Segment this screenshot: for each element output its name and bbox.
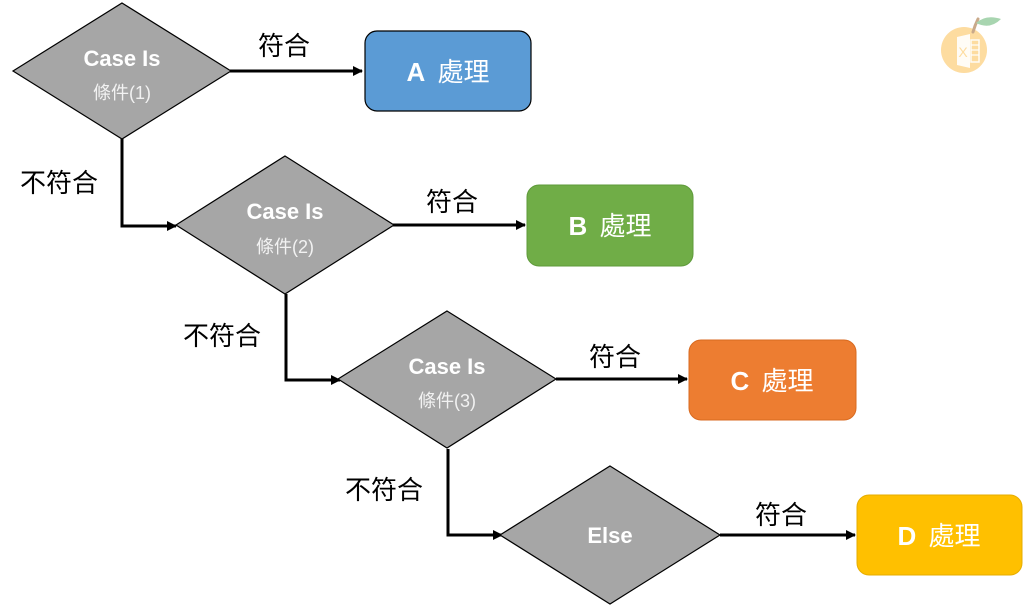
svg-text:A 處理: A 處理 bbox=[406, 57, 489, 87]
process-c: C 處理 bbox=[688, 339, 857, 421]
edge-d2-d3 bbox=[284, 294, 341, 385]
decision-3-line1: Case Is bbox=[408, 354, 485, 379]
logo-glyph: X bbox=[958, 44, 968, 60]
process-c-letter: C bbox=[730, 366, 749, 396]
decision-case-2: Case Is 條件(2) bbox=[174, 155, 396, 295]
edge-labels: 符合 不符合 符合 不符合 符合 不符合 符合 bbox=[20, 32, 807, 531]
process-d-letter: D bbox=[897, 521, 916, 551]
svg-text:D 處理: D 處理 bbox=[897, 521, 980, 551]
process-b-letter: B bbox=[568, 211, 587, 241]
process-b-label: 處理 bbox=[600, 211, 652, 241]
decision-1-line1: Case Is bbox=[83, 46, 160, 71]
decision-case-1: Case Is 條件(1) bbox=[11, 2, 233, 140]
decision-else: Else bbox=[498, 465, 722, 605]
process-c-label: 處理 bbox=[762, 366, 814, 396]
edge-label-match-1: 符合 bbox=[258, 32, 310, 62]
decision-2-line2: 條件(2) bbox=[256, 237, 314, 257]
decision-2-line1: Case Is bbox=[246, 199, 323, 224]
decision-case-3: Case Is 條件(3) bbox=[336, 310, 558, 449]
decision-3-line2: 條件(3) bbox=[418, 391, 476, 411]
edge-label-nomatch-1: 不符合 bbox=[20, 169, 98, 199]
edge-label-match-2: 符合 bbox=[426, 188, 478, 218]
decision-else-label: Else bbox=[587, 523, 632, 548]
connectors bbox=[120, 66, 856, 540]
svg-text:C 處理: C 處理 bbox=[730, 366, 813, 396]
svg-text:B 處理: B 處理 bbox=[568, 211, 651, 241]
edge-label-match-4: 符合 bbox=[755, 501, 807, 531]
process-d-label: 處理 bbox=[929, 521, 981, 551]
orange-excel-logo-icon: X bbox=[941, 17, 1001, 73]
process-d: D 處理 bbox=[856, 494, 1023, 576]
edge-label-match-3: 符合 bbox=[589, 343, 641, 373]
process-b: B 處理 bbox=[526, 184, 694, 267]
edge-d3-d4 bbox=[446, 449, 503, 540]
decision-1-line2: 條件(1) bbox=[93, 83, 151, 103]
edge-label-nomatch-2: 不符合 bbox=[183, 322, 261, 352]
process-a: A 處理 bbox=[364, 30, 532, 112]
process-a-letter: A bbox=[406, 57, 425, 87]
edge-d1-d2 bbox=[120, 138, 177, 231]
process-a-label: 處理 bbox=[438, 57, 490, 87]
edge-label-nomatch-3: 不符合 bbox=[345, 476, 423, 506]
